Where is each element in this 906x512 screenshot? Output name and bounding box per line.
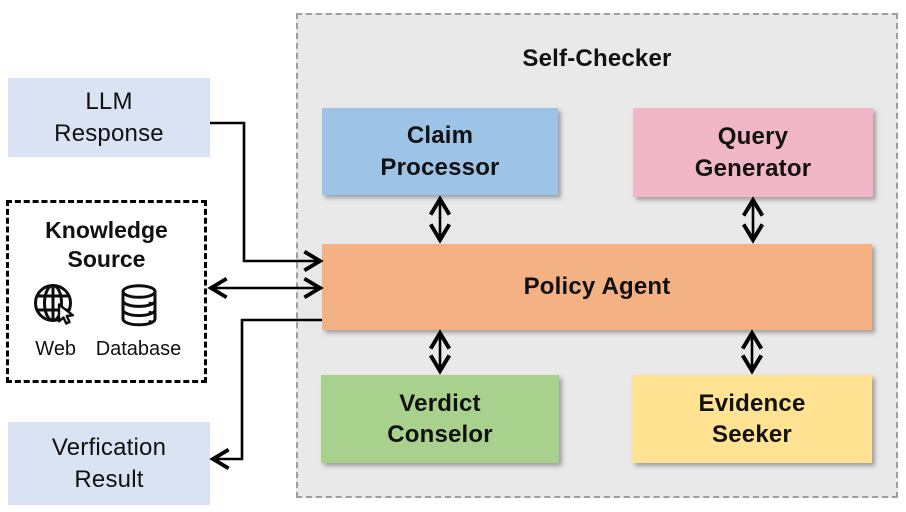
verification-result-box: Verfication Result bbox=[8, 422, 210, 505]
self-checker-title: Self-Checker bbox=[522, 45, 672, 72]
verdict-conselor-box: Verdict Conselor bbox=[321, 375, 559, 463]
knowledge-source-box: Knowledge Source Web bbox=[6, 200, 207, 383]
verdict-conselor-label: Verdict Conselor bbox=[387, 389, 493, 448]
verification-result-label: Verfication Result bbox=[51, 433, 167, 493]
database-icon bbox=[115, 282, 163, 335]
web-label: Web bbox=[35, 337, 77, 360]
llm-response-label: LLM Response bbox=[54, 87, 164, 147]
evidence-seeker-box: Evidence Seeker bbox=[632, 375, 872, 463]
knowledge-source-title: Knowledge Source bbox=[45, 217, 168, 272]
database-label: Database bbox=[95, 337, 182, 360]
query-generator-box: Query Generator bbox=[633, 108, 873, 197]
globe-web-icon bbox=[32, 282, 80, 335]
query-generator-label: Query Generator bbox=[694, 123, 812, 182]
web-source-item: Web bbox=[32, 282, 80, 361]
knowledge-source-items: Web Database bbox=[32, 282, 182, 361]
evidence-seeker-label: Evidence Seeker bbox=[698, 389, 806, 448]
llm-response-box: LLM Response bbox=[8, 78, 210, 157]
policy-agent-label: Policy Agent bbox=[523, 273, 671, 301]
claim-processor-box: Claim Processor bbox=[322, 108, 558, 195]
database-source-item: Database bbox=[95, 282, 182, 361]
claim-processor-label: Claim Processor bbox=[380, 122, 500, 181]
policy-agent-box: Policy Agent bbox=[322, 244, 872, 330]
